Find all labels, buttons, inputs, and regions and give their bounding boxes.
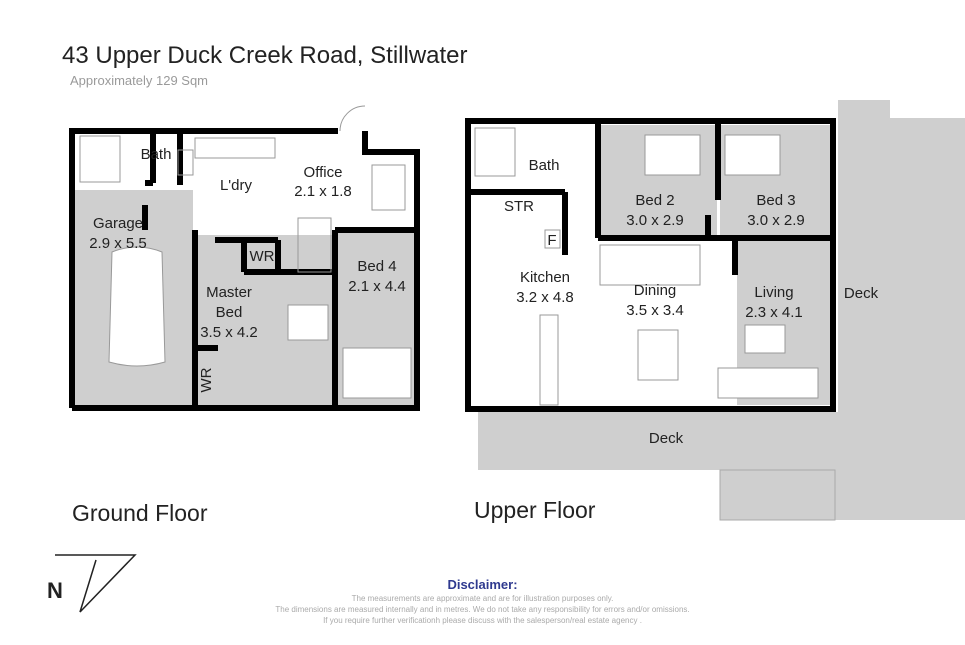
upper-floor-plan: Bath STR F Bed 2 3.0 x 2.9 Bed 3 3.0 x 2… — [465, 100, 965, 521]
room-label: L'dry — [220, 177, 253, 194]
room-label: Deck — [649, 430, 684, 447]
room-size: 2.1 x 1.8 — [294, 183, 352, 200]
room-label: Kitchen — [520, 269, 570, 286]
property-area: Approximately 129 Sqm — [70, 73, 209, 88]
room-label: Garage — [93, 215, 143, 232]
compass-label: N — [47, 578, 63, 603]
upper-floor-label: Upper Floor — [474, 497, 596, 523]
room-label: Bath — [529, 157, 560, 174]
room-size: 2.3 x 4.1 — [745, 304, 803, 321]
room-label: Living — [754, 284, 793, 301]
room-size: 2.1 x 4.4 — [348, 278, 406, 295]
disclaimer-line: If you require further verificationh ple… — [323, 616, 642, 625]
room-size: 3.5 x 4.2 — [200, 324, 258, 341]
room-size: 3.0 x 2.9 — [747, 212, 805, 229]
room-label: WR — [250, 248, 275, 265]
ground-floor-plan: Bath L'dry Office 2.1 x 1.8 Garage 2.9 x… — [69, 105, 420, 411]
property-address: 43 Upper Duck Creek Road, Stillwater — [62, 42, 468, 69]
room-label: Dining — [634, 282, 677, 299]
disclaimer-line: The dimensions are measured internally a… — [275, 605, 690, 614]
room-label: STR — [504, 198, 534, 215]
deck-stairs — [719, 469, 836, 521]
room-label: F — [547, 232, 556, 249]
room-label: Bed — [216, 304, 243, 321]
room-size: 3.2 x 4.8 — [516, 289, 574, 306]
deck-area — [478, 100, 965, 520]
room-label: Deck — [844, 285, 879, 302]
disclaimer-heading: Disclaimer: — [447, 577, 518, 592]
room-size: 2.9 x 5.5 — [89, 235, 147, 252]
room-label: Office — [304, 164, 343, 181]
north-compass-icon: N — [47, 554, 137, 613]
ground-floor-label: Ground Floor — [72, 500, 208, 526]
room-label: Bath — [141, 146, 172, 163]
room-label: Bed 2 — [635, 192, 674, 209]
room-label: Bed 4 — [357, 258, 396, 275]
room-label: Bed 3 — [756, 192, 795, 209]
room-label: Master — [206, 284, 252, 301]
room-label: WR — [198, 367, 215, 392]
disclaimer-line: The measurements are approximate and are… — [351, 594, 614, 603]
room-size: 3.0 x 2.9 — [626, 212, 684, 229]
room-size: 3.5 x 3.4 — [626, 302, 684, 319]
